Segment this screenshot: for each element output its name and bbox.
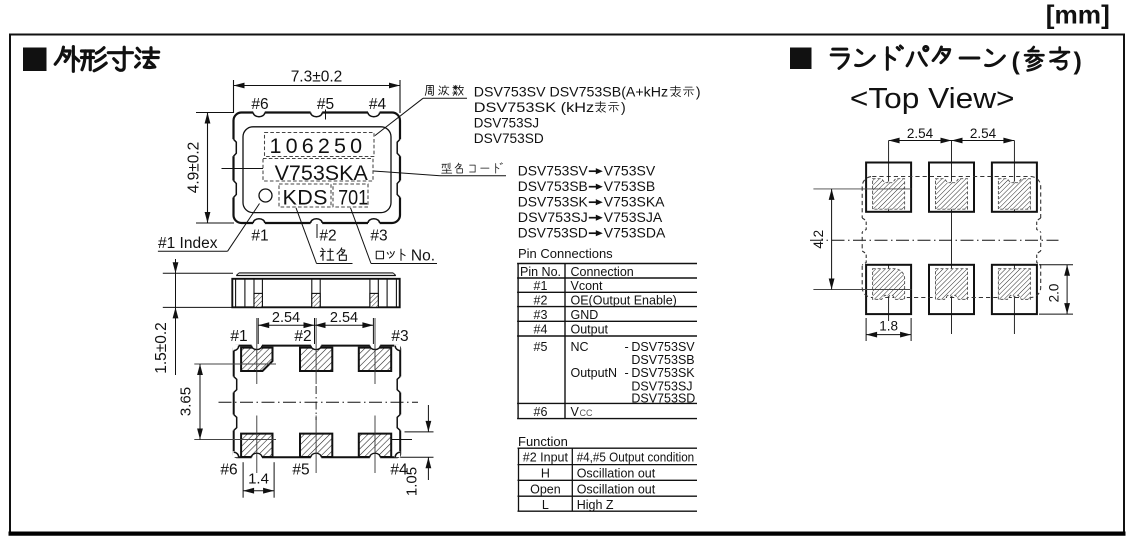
- svg-text:DSV753SJ: DSV753SJ: [474, 114, 539, 130]
- svg-text:#3: #3: [534, 308, 548, 322]
- svg-text:-: -: [625, 340, 629, 354]
- svg-text:#6: #6: [251, 96, 268, 113]
- svg-text:3.65: 3.65: [178, 387, 195, 416]
- svg-text:High Z: High Z: [577, 498, 614, 512]
- svg-text:#1: #1: [534, 279, 548, 293]
- svg-text:DSV753SV DSV753SB(A+kHz: DSV753SV DSV753SB(A+kHz: [474, 83, 668, 99]
- svg-text:4.2: 4.2: [811, 230, 826, 249]
- svg-text:2.54: 2.54: [330, 310, 358, 326]
- svg-text:#2: #2: [534, 293, 548, 307]
- svg-text:(: (: [1012, 48, 1021, 76]
- svg-text:#5: #5: [292, 462, 309, 479]
- svg-text:#3: #3: [370, 228, 387, 245]
- svg-text:1.4: 1.4: [248, 471, 269, 488]
- svg-text:GND: GND: [571, 308, 599, 322]
- svg-text:Vcont: Vcont: [571, 279, 603, 293]
- svg-text:DSV753SK (kHz: DSV753SK (kHz: [474, 99, 594, 115]
- svg-text:Output: Output: [571, 323, 609, 337]
- svg-text:#6: #6: [220, 462, 237, 479]
- svg-text:#1: #1: [251, 228, 268, 245]
- svg-text:#5: #5: [317, 96, 334, 113]
- svg-text:OutputN: OutputN: [571, 366, 618, 380]
- svg-text:OE(Output Enable): OE(Output Enable): [571, 293, 677, 307]
- svg-text:#4: #4: [369, 96, 387, 113]
- svg-text:2.54: 2.54: [970, 126, 997, 141]
- svg-text:DSV753SD: DSV753SD: [474, 130, 544, 146]
- svg-text:V753SJA: V753SJA: [604, 209, 663, 225]
- svg-text:106250: 106250: [270, 134, 367, 158]
- svg-text:1.5±0.2: 1.5±0.2: [153, 322, 170, 374]
- svg-text:<Top View>: <Top View>: [850, 83, 1015, 115]
- svg-text:NC: NC: [571, 340, 589, 354]
- svg-text:DSV753SK: DSV753SK: [631, 366, 695, 380]
- svg-text:V753SB: V753SB: [604, 178, 655, 194]
- svg-text:DSV753SD: DSV753SD: [518, 225, 588, 241]
- svg-text:#4: #4: [390, 462, 408, 479]
- svg-text:2.54: 2.54: [272, 310, 300, 326]
- svg-text:V753SKA: V753SKA: [604, 194, 665, 210]
- svg-text:Pin Connections: Pin Connections: [518, 246, 613, 261]
- svg-text:Function: Function: [518, 434, 568, 449]
- svg-text:KDS: KDS: [283, 185, 328, 209]
- svg-text:#2: #2: [319, 228, 336, 245]
- svg-text:#3: #3: [391, 328, 408, 345]
- svg-text:Open: Open: [530, 483, 561, 497]
- svg-text:#4,#5 Output condition: #4,#5 Output condition: [577, 451, 695, 465]
- svg-text:#1 Index: #1 Index: [158, 235, 218, 252]
- svg-text:701: 701: [338, 185, 368, 209]
- svg-text:Oscillation out: Oscillation out: [577, 467, 656, 481]
- svg-text:Connection: Connection: [571, 265, 634, 279]
- svg-text:2.54: 2.54: [907, 126, 934, 141]
- svg-text:DSV753SV: DSV753SV: [631, 340, 695, 354]
- svg-text:#2 Input: #2 Input: [523, 451, 569, 465]
- svg-text:[mm]: [mm]: [1046, 0, 1110, 30]
- svg-text:1.05: 1.05: [403, 467, 420, 496]
- svg-text:DSV753SB: DSV753SB: [518, 178, 588, 194]
- svg-text:2.0: 2.0: [1047, 284, 1062, 303]
- svg-text:No.: No.: [411, 248, 435, 265]
- svg-text:#5: #5: [534, 340, 548, 354]
- svg-text:V753SDA: V753SDA: [604, 225, 666, 241]
- svg-text:H: H: [541, 467, 550, 481]
- svg-text:1.8: 1.8: [879, 319, 898, 334]
- svg-text:CC: CC: [580, 408, 593, 418]
- svg-text:DSV753SV: DSV753SV: [518, 163, 589, 179]
- svg-text:#2: #2: [294, 328, 311, 345]
- svg-text:V: V: [571, 405, 580, 419]
- svg-text:V753SKA: V753SKA: [275, 161, 369, 185]
- svg-text:#1: #1: [230, 328, 247, 345]
- svg-text:7.3±0.2: 7.3±0.2: [291, 69, 343, 86]
- svg-text:DSV753SK: DSV753SK: [518, 194, 589, 210]
- svg-text:): ): [1074, 48, 1082, 76]
- svg-text:L: L: [542, 498, 549, 512]
- svg-text:DSV753SD: DSV753SD: [631, 391, 695, 405]
- svg-text:Pin No.: Pin No.: [520, 265, 561, 279]
- svg-text:4.9±0.2: 4.9±0.2: [186, 142, 203, 194]
- svg-text:Oscillation out: Oscillation out: [577, 483, 656, 497]
- svg-text:DSV753SB: DSV753SB: [631, 353, 694, 367]
- svg-text:): ): [621, 99, 626, 115]
- svg-text:#6: #6: [534, 405, 548, 419]
- svg-text:DSV753SJ: DSV753SJ: [631, 379, 692, 393]
- svg-text:): ): [696, 83, 701, 99]
- svg-text:DSV753SJ: DSV753SJ: [518, 209, 588, 225]
- svg-text:-: -: [625, 366, 629, 380]
- svg-text:#4: #4: [534, 323, 548, 337]
- svg-text:V753SV: V753SV: [604, 163, 656, 179]
